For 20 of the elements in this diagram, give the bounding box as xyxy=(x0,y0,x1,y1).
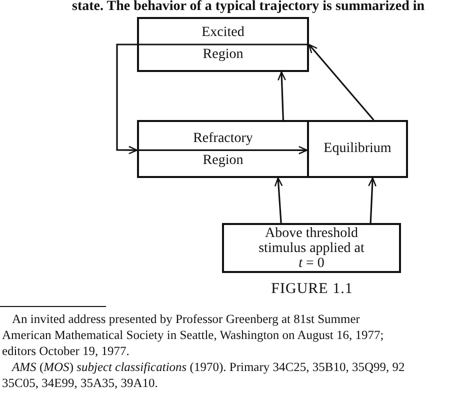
box-label: Equilibrium xyxy=(324,141,392,156)
process-box xyxy=(137,120,309,178)
arrow xyxy=(308,44,374,121)
text-line: An invited address presented by Professor Greenberg at 81st Summer xyxy=(12,312,360,327)
box-label: Above threshold stimulus applied at t = 0 xyxy=(258,226,364,270)
box-label: Excited Region xyxy=(202,25,244,62)
text-line: American Mathematical Society in Seattle, Washington on August 16, 1977; xyxy=(2,328,384,343)
box-label: Refractory Region xyxy=(193,131,253,168)
arrow xyxy=(274,177,283,224)
process-box xyxy=(137,17,309,72)
arrow xyxy=(137,146,308,154)
arrow xyxy=(116,44,309,154)
arrow xyxy=(278,71,286,120)
arrow xyxy=(368,177,376,224)
figure-caption: FIGURE 1.1 xyxy=(270,281,354,298)
text-line: 35C05, 34E99, 35A35, 39A10. xyxy=(2,376,158,391)
process-box xyxy=(222,223,401,273)
process-box xyxy=(307,120,408,178)
text-line: AMS (MOS) subject classifications (1970). Primary 34C25, 35B10, 35Q99, 92 xyxy=(12,360,405,375)
text-line: editors October 19, 1977. xyxy=(2,344,130,359)
